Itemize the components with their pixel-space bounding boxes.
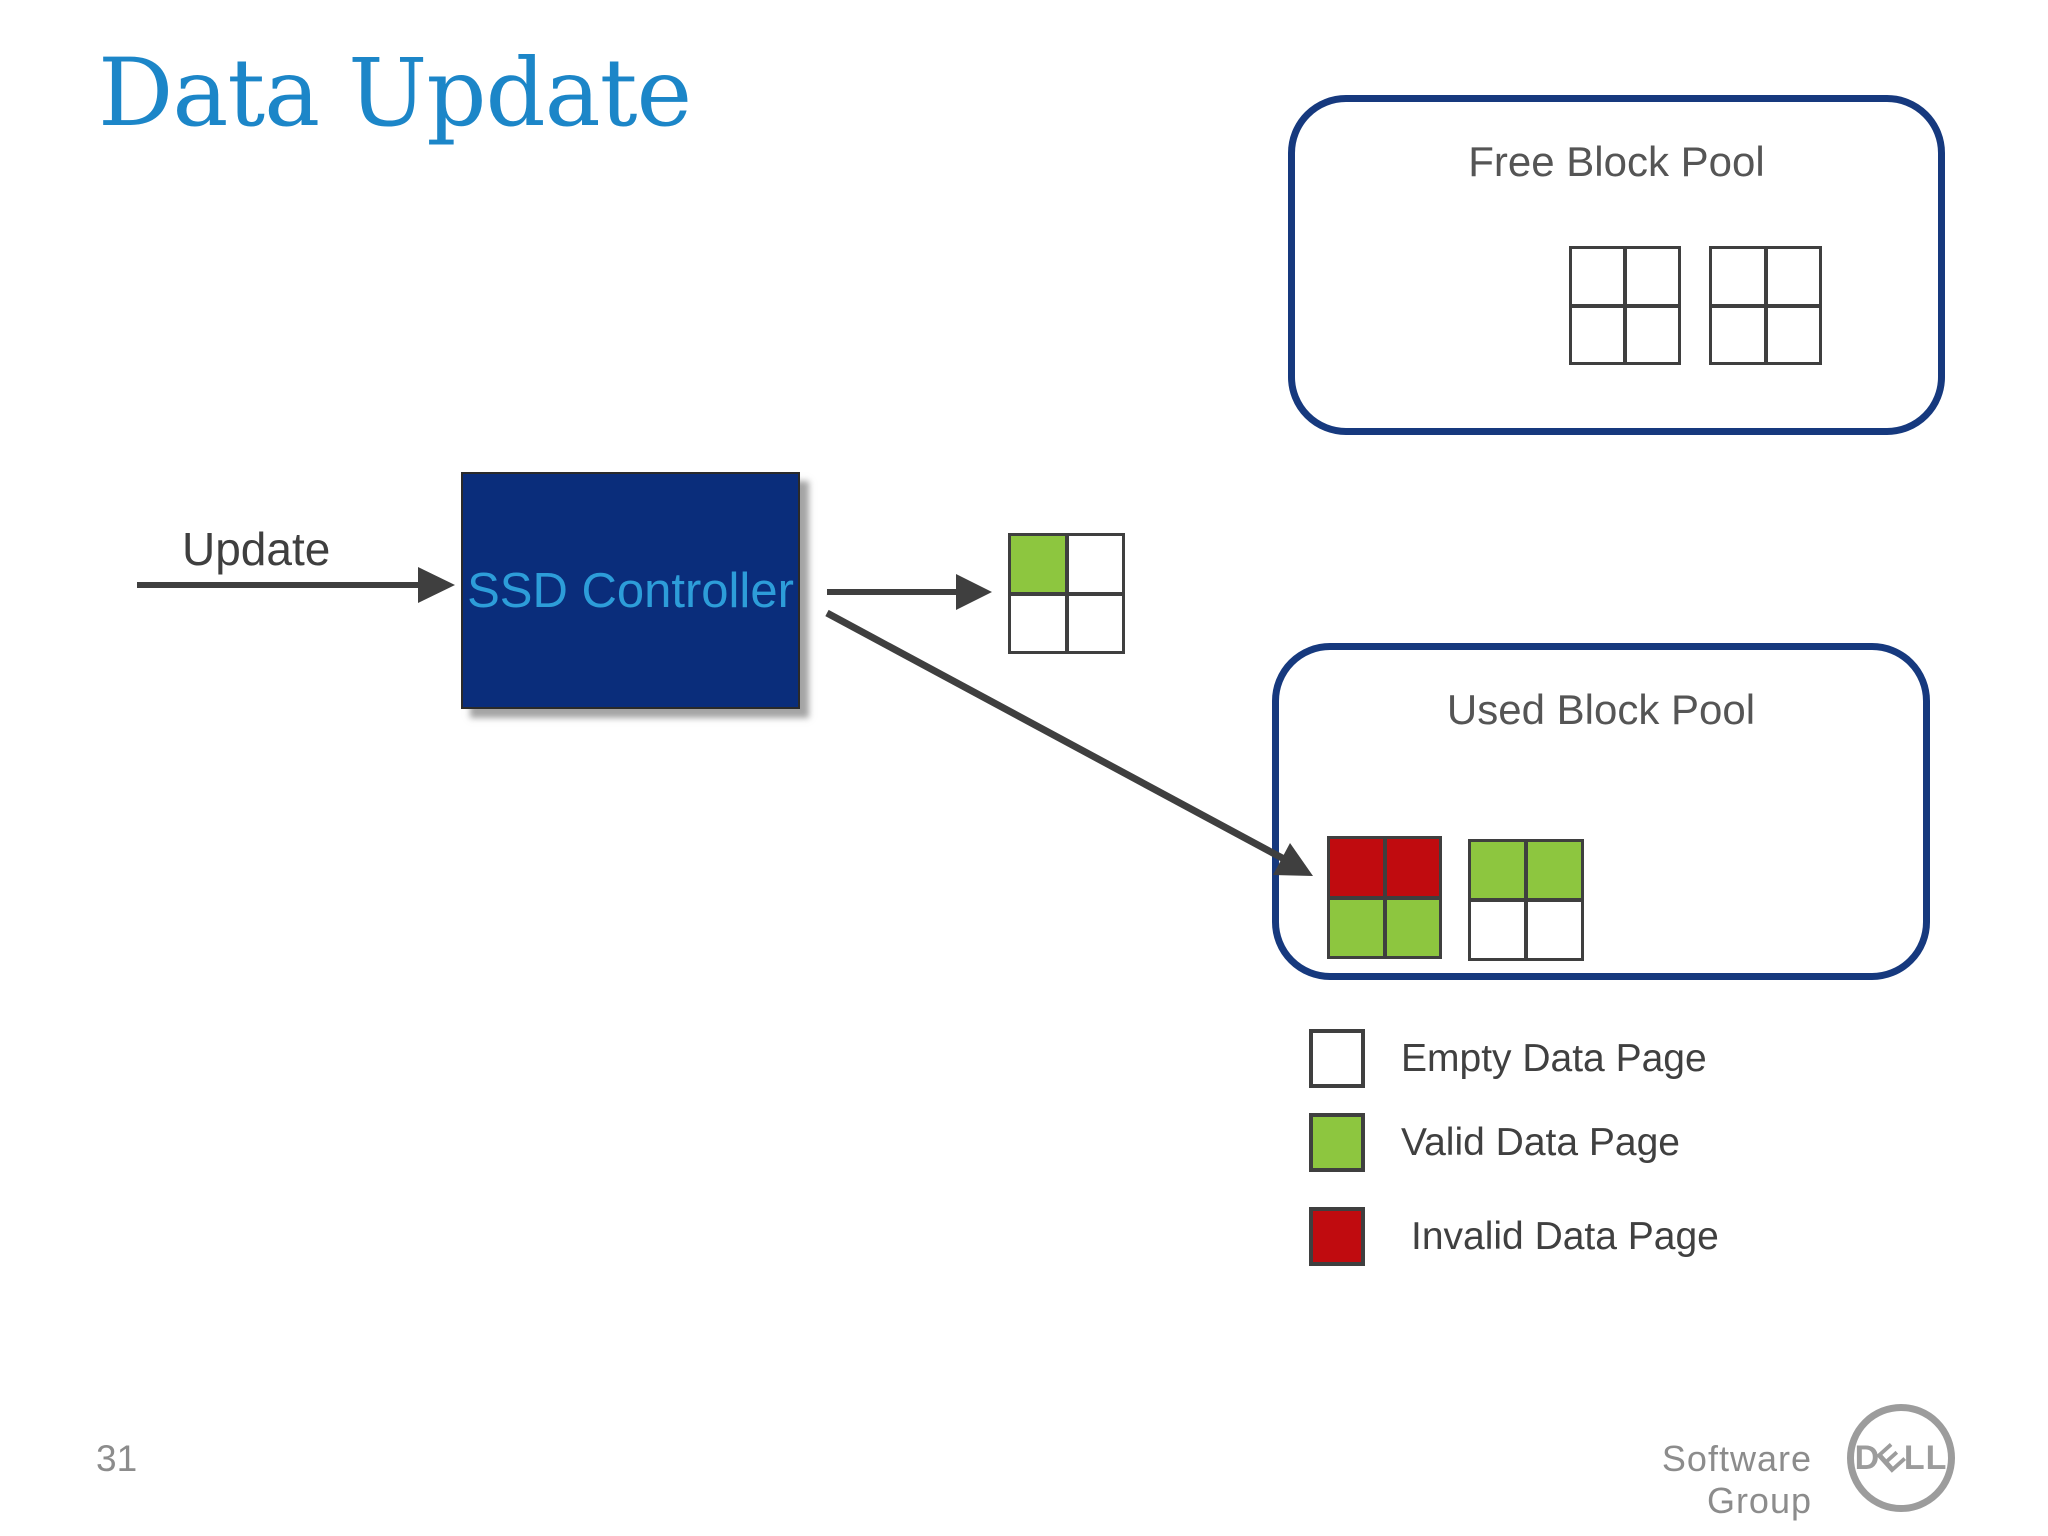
data-page-cell-empty xyxy=(1767,249,1819,304)
data-page-cell-valid xyxy=(1471,842,1524,898)
page-number: 31 xyxy=(96,1438,138,1479)
used-block-pool-box: Used Block Pool xyxy=(1272,643,1930,980)
free-block-2 xyxy=(1709,246,1822,365)
used-block-2 xyxy=(1468,839,1584,961)
used-block-pool-title: Used Block Pool xyxy=(1446,686,1756,733)
data-page-cell-valid xyxy=(1386,899,1439,956)
ssd-controller-label: SSD Controller xyxy=(467,563,794,618)
data-page-cell-empty xyxy=(1471,902,1524,958)
data-page-cell-empty xyxy=(1528,902,1581,958)
dell-logo-letter: L xyxy=(1903,1438,1926,1477)
update-label: Update xyxy=(182,523,331,575)
data-page-cell-empty xyxy=(1068,595,1122,651)
data-page-cell-valid xyxy=(1011,536,1065,592)
controller-to-block-arrow-head xyxy=(956,574,992,610)
invalid-page-swatch xyxy=(1309,1207,1365,1266)
data-page-cell-empty xyxy=(1767,307,1819,362)
data-page-cell-valid xyxy=(1528,842,1581,898)
legend-item-valid: Valid Data Page xyxy=(1309,1113,1680,1172)
data-page-cell-empty xyxy=(1712,249,1764,304)
legend-item-empty: Empty Data Page xyxy=(1309,1029,1707,1088)
data-page-cell-invalid xyxy=(1386,839,1439,896)
used-block-1 xyxy=(1327,836,1442,959)
data-page-cell-valid xyxy=(1330,899,1383,956)
written-block xyxy=(1008,533,1125,654)
free-block-pool-title: Free Block Pool xyxy=(1468,138,1765,185)
valid-page-swatch xyxy=(1309,1113,1365,1172)
data-page-cell-empty xyxy=(1068,536,1122,592)
data-page-cell-empty xyxy=(1011,595,1065,651)
footer-group-label: Software Group xyxy=(1661,1438,1812,1521)
legend-label: Invalid Data Page xyxy=(1411,1214,1719,1258)
free-block-pool-box: Free Block Pool xyxy=(1288,95,1945,435)
dell-logo-letter: D xyxy=(1854,1438,1881,1477)
data-page-cell-empty xyxy=(1572,307,1623,362)
empty-page-swatch xyxy=(1309,1029,1365,1088)
data-page-cell-empty xyxy=(1712,307,1764,362)
data-page-cell-empty xyxy=(1627,307,1678,362)
dell-logo-letter: L xyxy=(1925,1438,1948,1477)
page-title: Data Update xyxy=(98,39,692,148)
update-arrow-head xyxy=(418,567,455,603)
free-block-1 xyxy=(1569,246,1681,365)
data-page-cell-empty xyxy=(1572,249,1623,304)
data-page-cell-invalid xyxy=(1330,839,1383,896)
legend-label: Empty Data Page xyxy=(1401,1036,1707,1080)
legend-item-invalid: Invalid Data Page xyxy=(1309,1207,1719,1266)
data-page-cell-empty xyxy=(1627,249,1678,304)
ssd-controller-box: SSD Controller xyxy=(461,472,800,709)
legend-label: Valid Data Page xyxy=(1401,1120,1680,1164)
